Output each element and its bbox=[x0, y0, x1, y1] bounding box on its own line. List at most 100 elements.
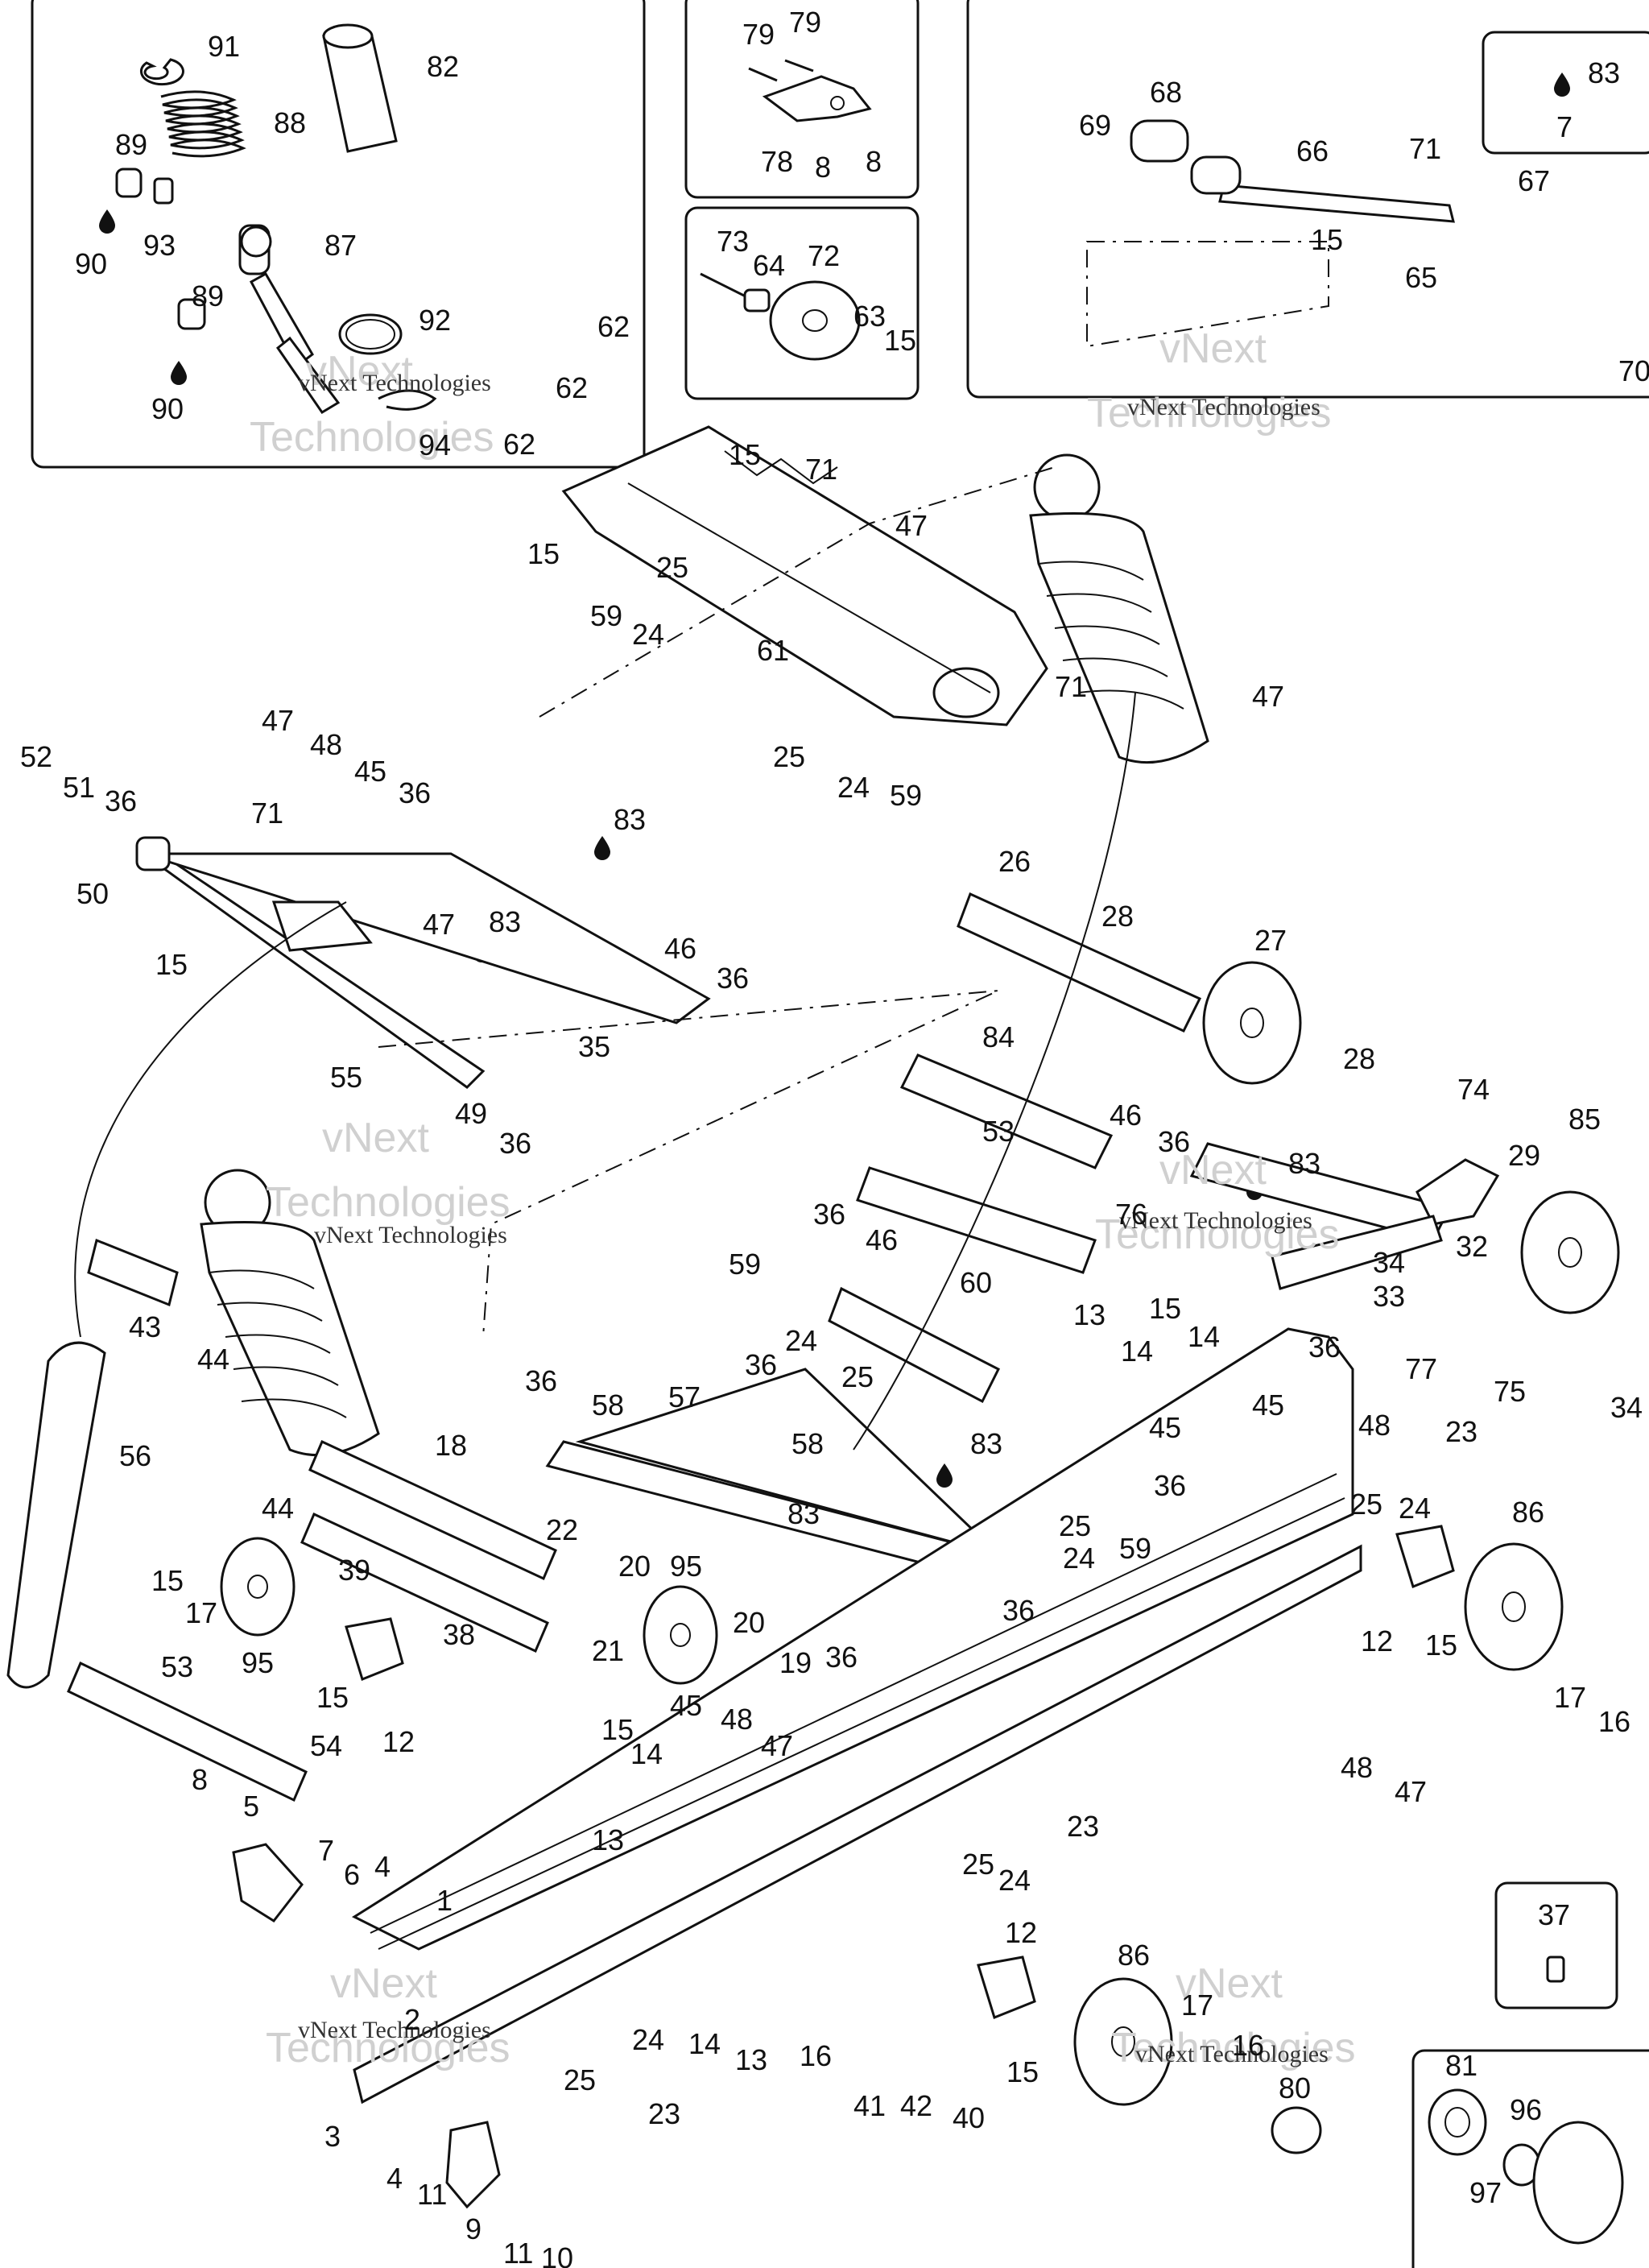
svg-text:Technologies: Technologies bbox=[1087, 390, 1332, 437]
callout-36: 36 bbox=[499, 1127, 531, 1160]
callout-24: 24 bbox=[998, 1864, 1031, 1897]
callout-25: 25 bbox=[841, 1360, 874, 1393]
watermark: vNext Technologies vNext Technologies vN… bbox=[250, 325, 1356, 2071]
callout-59: 59 bbox=[729, 1248, 761, 1281]
callout-13: 13 bbox=[592, 1823, 624, 1856]
callout-53: 53 bbox=[161, 1650, 193, 1683]
callout-96: 96 bbox=[1510, 2093, 1542, 2126]
callout-62: 62 bbox=[503, 428, 535, 461]
svg-text:Technologies: Technologies bbox=[250, 414, 494, 461]
callout-62: 62 bbox=[597, 310, 630, 343]
callout-28: 28 bbox=[1101, 900, 1134, 933]
callout-48: 48 bbox=[1358, 1409, 1391, 1442]
callout-4: 4 bbox=[386, 2162, 403, 2195]
callout-17: 17 bbox=[1554, 1681, 1586, 1714]
callout-15: 15 bbox=[1149, 1292, 1181, 1325]
idler-wheel-95 bbox=[220, 1537, 718, 1685]
svg-text:Technologies: Technologies bbox=[266, 2025, 510, 2071]
svg-text:vNext: vNext bbox=[330, 1960, 437, 2007]
retaining-clip-94 bbox=[378, 389, 437, 411]
spring-retainer-clip bbox=[140, 58, 184, 86]
callout-71: 71 bbox=[805, 453, 837, 486]
callout-83: 83 bbox=[614, 803, 646, 836]
callout-14: 14 bbox=[688, 2027, 721, 2060]
stopper-link-66 bbox=[1086, 119, 1455, 348]
callout-15: 15 bbox=[151, 1564, 184, 1597]
callout-36: 36 bbox=[825, 1641, 858, 1674]
callout-83: 83 bbox=[970, 1427, 1002, 1460]
callout-46: 46 bbox=[664, 932, 696, 965]
svg-text:vNext: vNext bbox=[322, 1115, 429, 1161]
callout-41: 41 bbox=[853, 2089, 886, 2122]
coil-spring bbox=[160, 90, 246, 158]
callout-15: 15 bbox=[155, 948, 188, 981]
callout-48: 48 bbox=[721, 1703, 753, 1736]
callout-12: 12 bbox=[1005, 1916, 1037, 1949]
callout-59: 59 bbox=[1119, 1532, 1151, 1565]
callout-36: 36 bbox=[1308, 1331, 1341, 1364]
callout-24: 24 bbox=[632, 2023, 664, 2056]
assembly-line bbox=[539, 466, 1056, 718]
callout-7: 7 bbox=[1556, 110, 1573, 143]
hose-clamp-92 bbox=[338, 313, 403, 355]
callout-74: 74 bbox=[1457, 1073, 1490, 1106]
callout-14: 14 bbox=[1121, 1335, 1153, 1368]
callout-26: 26 bbox=[998, 845, 1031, 878]
callout-9: 9 bbox=[465, 2212, 481, 2245]
callout-23: 23 bbox=[648, 2097, 680, 2130]
callout-86: 86 bbox=[1118, 1939, 1150, 1972]
callout-10: 10 bbox=[541, 2241, 573, 2268]
callout-16: 16 bbox=[1598, 1705, 1630, 1738]
callout-48: 48 bbox=[310, 728, 342, 761]
idler-wheel-27 bbox=[1202, 961, 1302, 1085]
callout-89: 89 bbox=[192, 279, 224, 312]
svg-text:vNext Technologies: vNext Technologies bbox=[314, 1222, 507, 1248]
callout-79: 79 bbox=[742, 18, 775, 51]
callout-12: 12 bbox=[1361, 1624, 1393, 1658]
callout-25: 25 bbox=[1350, 1488, 1382, 1521]
callout-83: 83 bbox=[1288, 1147, 1320, 1180]
callout-19: 19 bbox=[779, 1646, 812, 1679]
svg-text:vNext Technologies: vNext Technologies bbox=[1119, 1207, 1312, 1234]
callout-8: 8 bbox=[866, 145, 882, 178]
callout-45: 45 bbox=[670, 1689, 702, 1722]
callout-24: 24 bbox=[1399, 1492, 1431, 1525]
rear-shock-absorber-lower bbox=[200, 1169, 380, 1457]
callout-35: 35 bbox=[578, 1030, 610, 1063]
callout-21: 21 bbox=[592, 1634, 624, 1667]
callout-83: 83 bbox=[1588, 56, 1620, 89]
callout-45: 45 bbox=[354, 755, 386, 788]
callout-79: 79 bbox=[789, 6, 821, 39]
callout-45: 45 bbox=[1149, 1411, 1181, 1444]
callout-16: 16 bbox=[800, 2039, 832, 2072]
bracket-78 bbox=[762, 75, 872, 122]
callout-76: 76 bbox=[1115, 1198, 1147, 1231]
callout-36: 36 bbox=[745, 1348, 777, 1381]
callout-24: 24 bbox=[1063, 1542, 1095, 1575]
callout-47: 47 bbox=[423, 908, 455, 941]
callout-36: 36 bbox=[813, 1198, 845, 1231]
callout-15: 15 bbox=[884, 324, 916, 357]
callout-39: 39 bbox=[338, 1554, 370, 1587]
callout-15: 15 bbox=[527, 537, 560, 570]
callout-28: 28 bbox=[1343, 1042, 1375, 1075]
callout-14: 14 bbox=[630, 1737, 663, 1770]
callout-97: 97 bbox=[1469, 2176, 1502, 2209]
callout-11: 11 bbox=[503, 2237, 533, 2268]
bolt-73 bbox=[700, 272, 771, 312]
callout-63: 63 bbox=[853, 300, 886, 333]
callout-61: 61 bbox=[757, 634, 789, 667]
callout-4: 4 bbox=[374, 1850, 391, 1883]
callout-85: 85 bbox=[1568, 1103, 1601, 1136]
callout-32: 32 bbox=[1456, 1230, 1488, 1263]
slide-rail-1 bbox=[351, 1327, 1354, 1951]
callout-20: 20 bbox=[618, 1550, 651, 1583]
wheel-axle-bracket-12 bbox=[345, 1525, 1455, 2019]
callout-36: 36 bbox=[105, 784, 137, 817]
idler-wheel-72 bbox=[769, 280, 861, 361]
callout-86: 86 bbox=[1512, 1496, 1544, 1529]
callout-34: 34 bbox=[1610, 1391, 1643, 1424]
slider-block-5 bbox=[232, 1843, 304, 1922]
callout-22: 22 bbox=[546, 1513, 578, 1546]
callout-52: 52 bbox=[20, 740, 52, 773]
